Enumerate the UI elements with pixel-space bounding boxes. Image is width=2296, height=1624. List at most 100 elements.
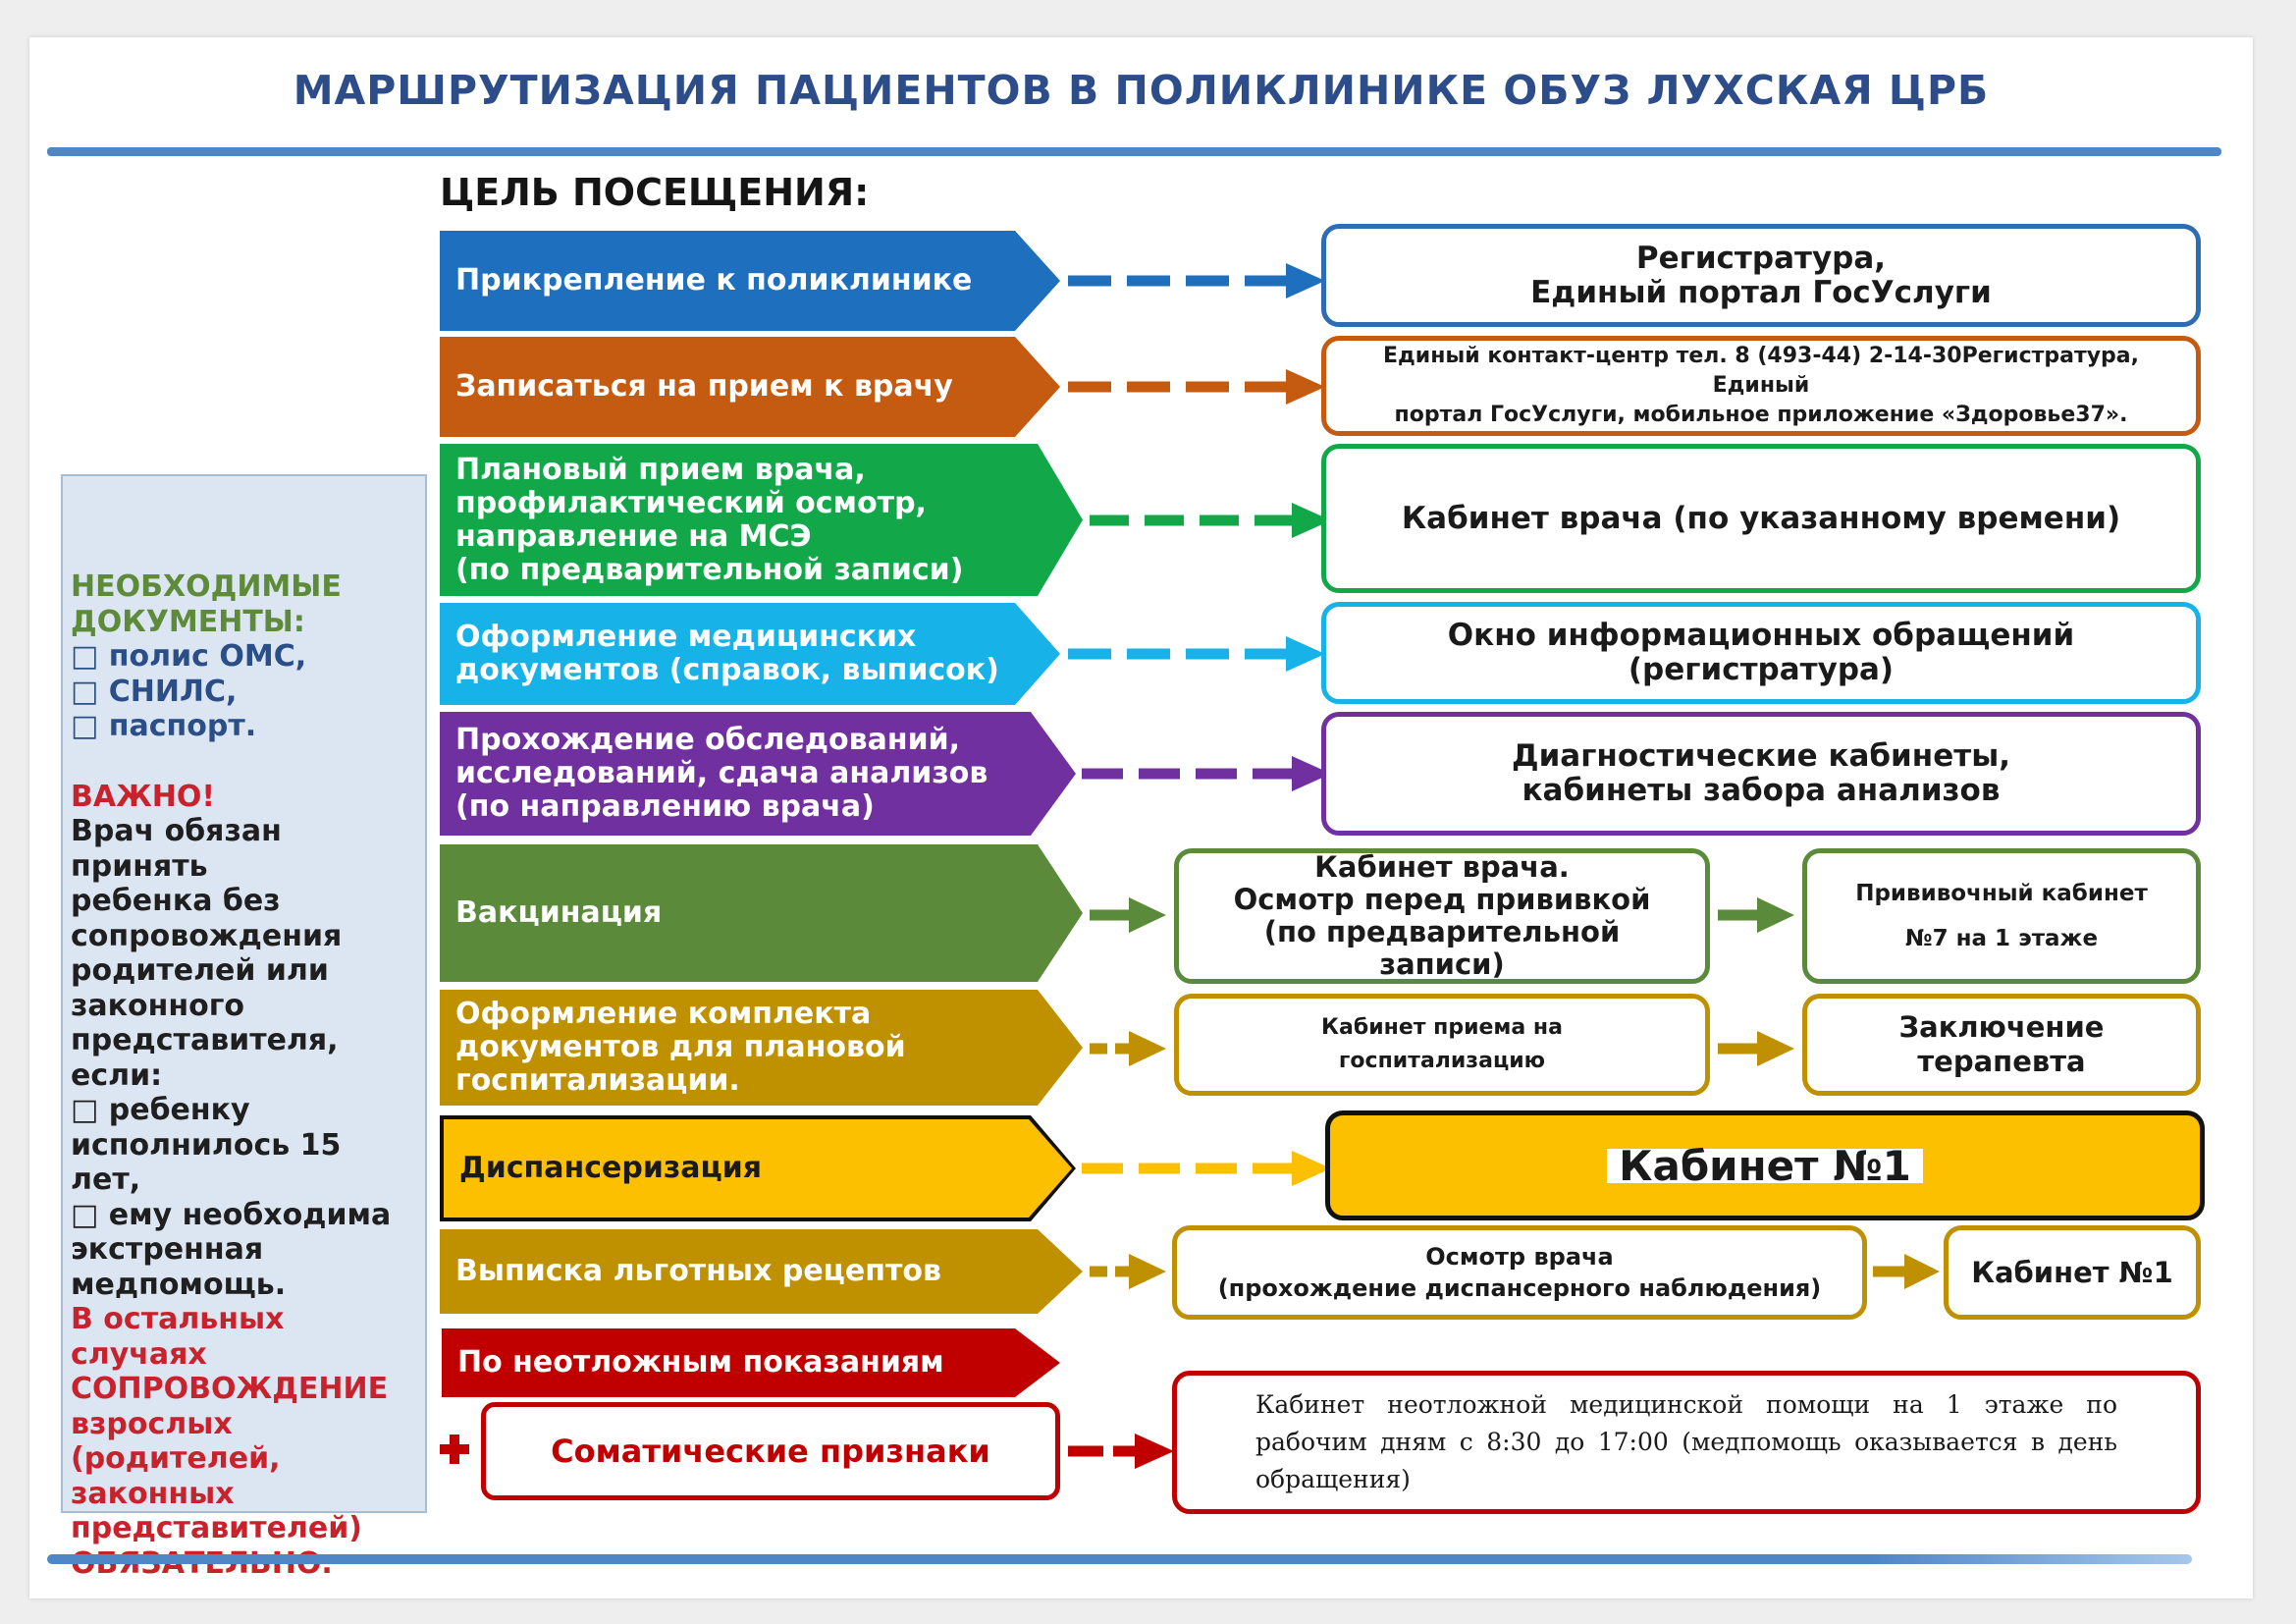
arrow-planned-line: направление на МСЭ bbox=[455, 518, 812, 554]
connector-vaccination-1 bbox=[1090, 897, 1166, 933]
page-title: МАРШРУТИЗАЦИЯ ПАЦИЕНТОВ В ПОЛИКЛИНИКЕ ОБ… bbox=[293, 67, 1990, 114]
step-therapist-conclusion-label: Заключение терапевта bbox=[1898, 1010, 2105, 1078]
dest-cabinet-1-label: Кабинет №1 bbox=[1607, 1145, 1923, 1186]
rule-line: родителей или bbox=[71, 953, 329, 988]
title-divider bbox=[47, 147, 2221, 156]
arrow-dispensary: Диспансеризация bbox=[440, 1115, 1076, 1221]
arrow-hospital-line: документов для плановой bbox=[455, 1030, 906, 1064]
dest-emergency-room: Кабинет неотложной медицинской помощи на… bbox=[1172, 1371, 2201, 1514]
step-vaccination-room-line: Прививочный кабинет bbox=[1855, 881, 2148, 906]
arrow-attach-label: Прикрепление к поликлинике bbox=[455, 263, 973, 298]
dest-registry: Регистратура, Единый портал ГосУслуги bbox=[1321, 224, 2201, 327]
rule-line: □ ему необходима bbox=[71, 1197, 392, 1232]
arrow-planned-line: (по предварительной записи) bbox=[455, 552, 964, 587]
dest-diagnostics: Диагностические кабинеты, кабинеты забор… bbox=[1321, 712, 2201, 836]
dest-registry-line: Единый портал ГосУслуги bbox=[1530, 274, 1992, 310]
step-vaccination-exam-line: (по предварительной записи) bbox=[1263, 915, 1621, 981]
escort-line: взрослых (родителей, bbox=[71, 1406, 281, 1477]
arrow-dispensary-label: Диспансеризация bbox=[459, 1151, 763, 1185]
step-vaccination-exam-line: Осмотр перед прививкой bbox=[1233, 883, 1651, 916]
arrow-urgent-label: По неотложным показаниям bbox=[457, 1345, 944, 1380]
arrow-vaccination: Вакцинация bbox=[440, 844, 1083, 982]
connector-vaccination-2 bbox=[1718, 897, 1794, 933]
docs-heading-2: ДОКУМЕНТЫ: bbox=[71, 604, 305, 639]
step-hospital-admission-line: госпитализацию bbox=[1338, 1049, 1546, 1073]
arrow-planned-line: профилактический осмотр, bbox=[455, 485, 927, 520]
somatic-signs: Соматические признаки bbox=[481, 1402, 1060, 1500]
step-vaccination-room: Прививочный кабинет №7 на 1 этаже bbox=[1802, 848, 2201, 984]
rule-line: Врач обязан принять bbox=[71, 814, 282, 884]
escort-line: СОПРОВОЖДЕНИЕ bbox=[71, 1372, 389, 1406]
connector-attach bbox=[1068, 263, 1325, 298]
dest-contact-line: Единый контакт-центр тел. 8 (493-44) 2-1… bbox=[1382, 344, 2139, 398]
dest-registry-line: Регистратура, bbox=[1635, 240, 1887, 276]
step-doctor-exam-line: Осмотр врача bbox=[1425, 1243, 1614, 1271]
connector-planned bbox=[1090, 503, 1331, 538]
step-cabinet-1: Кабинет №1 bbox=[1944, 1225, 2201, 1320]
docs-heading-1: НЕОБХОДИМЫЕ bbox=[71, 569, 342, 604]
connector-urgent bbox=[1068, 1434, 1174, 1469]
dest-doctor-office: Кабинет врача (по указанному времени) bbox=[1321, 444, 2201, 593]
connector-dispensary bbox=[1082, 1151, 1331, 1186]
rule-line: представителя, если: bbox=[71, 1023, 339, 1093]
bottom-divider bbox=[47, 1554, 2192, 1564]
arrow-documents-line: Оформление медицинских bbox=[455, 620, 917, 654]
arrow-exams-line: (по направлению врача) bbox=[455, 789, 875, 824]
arrow-planned: Плановый прием врача, профилактический о… bbox=[440, 444, 1083, 596]
dest-diagnostics-line: кабинеты забора анализов bbox=[1522, 773, 2001, 808]
step-doctor-exam-line: (прохождение диспансерного наблюдения) bbox=[1217, 1274, 1822, 1302]
rule-line: законного bbox=[71, 988, 244, 1023]
step-vaccination-exam-line: Кабинет врача. bbox=[1314, 850, 1570, 884]
documents-sidebar: НЕОБХОДИМЫЕ ДОКУМЕНТЫ: □ полис ОМС, □ СН… bbox=[61, 474, 427, 1581]
arrow-documents-line: документов (справок, выписок) bbox=[455, 653, 999, 687]
escort-line: представителей) bbox=[71, 1511, 362, 1545]
step-vaccination-room-line: №7 на 1 этаже bbox=[1904, 926, 2099, 951]
dest-doctor-office-label: Кабинет врача (по указанному времени) bbox=[1401, 500, 2121, 536]
arrow-exams-line: исследований, сдача анализов bbox=[455, 756, 988, 790]
dest-contact-center: Единый контакт-центр тел. 8 (493-44) 2-1… bbox=[1321, 336, 2201, 436]
arrow-attach: Прикрепление к поликлинике bbox=[440, 231, 1060, 331]
arrow-hospital-line: Оформление комплекта bbox=[455, 997, 872, 1031]
arrow-appointment-label: Записаться на прием к врачу bbox=[455, 369, 953, 404]
arrow-prescriptions: Выписка льготных рецептов bbox=[440, 1229, 1083, 1314]
dest-diagnostics-line: Диагностические кабинеты, bbox=[1511, 738, 2011, 774]
arrow-exams: Прохождение обследований, исследований, … bbox=[440, 712, 1076, 836]
arrow-vaccination-label: Вакцинация bbox=[455, 895, 663, 930]
escort-line: законных bbox=[71, 1476, 235, 1511]
doc-item: □ полис ОМС, bbox=[71, 639, 307, 674]
rule-line: исполнилось 15 лет, bbox=[71, 1127, 342, 1198]
step-vaccination-exam: Кабинет врача. Осмотр перед прививкой (п… bbox=[1174, 848, 1710, 984]
arrow-urgent: По неотложным показаниям bbox=[442, 1328, 1060, 1397]
rule-line: сопровождения bbox=[71, 918, 343, 953]
connector-exams bbox=[1082, 756, 1331, 791]
escort-line: В остальных случаях bbox=[71, 1302, 285, 1372]
arrow-exams-line: Прохождение обследований, bbox=[455, 723, 961, 757]
goal-heading: ЦЕЛЬ ПОСЕЩЕНИЯ: bbox=[440, 171, 870, 214]
rule-line: экстренная bbox=[71, 1232, 264, 1267]
arrow-hospital-line: госпитализации. bbox=[455, 1063, 740, 1098]
doc-item: □ СНИЛС, bbox=[71, 674, 238, 709]
arrow-appointment: Записаться на прием к врачу bbox=[440, 337, 1060, 437]
step-hospital-admission: Кабинет приема на госпитализацию bbox=[1174, 994, 1710, 1096]
dest-info-window-label: Окно информационных обращений (регистрат… bbox=[1447, 618, 2075, 687]
somatic-signs-label: Соматические признаки bbox=[551, 1433, 990, 1470]
medical-cross-icon bbox=[440, 1435, 469, 1464]
step-cabinet-1-label: Кабинет №1 bbox=[1971, 1255, 2173, 1289]
connector-hospital-1 bbox=[1090, 1031, 1166, 1066]
poster: МАРШРУТИЗАЦИЯ ПАЦИЕНТОВ В ПОЛИКЛИНИКЕ ОБ… bbox=[29, 37, 2253, 1598]
important-heading: ВАЖНО! bbox=[71, 779, 216, 814]
escort-text: В остальных случаях СОПРОВОЖДЕНИЕ взросл… bbox=[71, 1302, 419, 1581]
dest-contact-line: портал ГосУслуги, мобильное приложение «… bbox=[1394, 403, 2128, 427]
arrow-prescriptions-label: Выписка льготных рецептов bbox=[455, 1254, 941, 1288]
dest-emergency-room-label: Кабинет неотложной медицинской помощи на… bbox=[1255, 1390, 2117, 1493]
rule-line: медпомощь. bbox=[71, 1267, 287, 1302]
rule-line: □ ребенку bbox=[71, 1093, 250, 1127]
rule-line: ребенка без bbox=[71, 884, 281, 918]
connector-documents bbox=[1068, 636, 1325, 672]
step-doctor-exam: Осмотр врача (прохождение диспансерного … bbox=[1172, 1225, 1867, 1320]
connector-hospital-2 bbox=[1718, 1031, 1794, 1066]
dest-cabinet-1: Кабинет №1 bbox=[1325, 1110, 2205, 1220]
dest-info-window: Окно информационных обращений (регистрат… bbox=[1321, 602, 2201, 704]
step-therapist-conclusion: Заключение терапевта bbox=[1802, 994, 2201, 1096]
arrow-planned-line: Плановый прием врача, bbox=[455, 452, 866, 487]
